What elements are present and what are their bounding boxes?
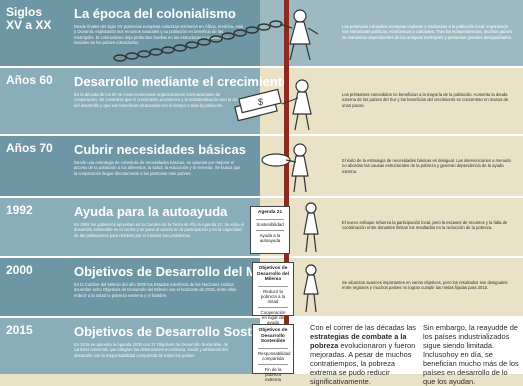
sign-line: Fin de la pobreza extrema	[258, 363, 288, 382]
chain-illustration	[113, 9, 319, 62]
svg-text:$: $	[258, 97, 263, 107]
row-title: Cubrir necesidades básicas	[74, 142, 246, 157]
row-year: Años 60	[6, 73, 53, 87]
conclusion-limits: Sin embargo, la reayudde de los países i…	[423, 323, 519, 386]
sign-title: Objetivos de Desarrollo del Milenio	[257, 266, 289, 283]
sign-line: Reducir la pobreza a la mitad	[258, 285, 288, 304]
divider	[0, 196, 523, 198]
row-right-panel	[260, 198, 523, 256]
conclusion-progress: Con el correr de las décadas las estrate…	[310, 323, 420, 386]
sign-title: Agenda 21	[257, 210, 283, 215]
row-year: 2015	[6, 323, 33, 337]
row-description: En 1992 los gobiernos aprueban en la Cum…	[74, 222, 244, 238]
divider	[0, 66, 523, 68]
row-description: En la Cumbre del Milenio del año 2000 lo…	[74, 282, 237, 298]
row-outcome: El éxito de la estrategia de necesidades…	[342, 158, 511, 174]
row-outcome: Los préstamos concedidos no benefician a…	[342, 92, 509, 108]
row-title: Desarrollo mediante el crecimiento	[74, 74, 291, 89]
row-outcome: Las potencias coloniales europeas explot…	[342, 24, 512, 40]
row-year: Siglos XV a XX	[6, 5, 52, 32]
sdg-sign: Objetivos de Desarrollo Sostenible Respo…	[252, 324, 294, 382]
row-title: Objetivos de Desarrollo Sostenible	[74, 324, 290, 339]
divider	[0, 316, 523, 318]
sign-line: Sostenibilidad	[256, 218, 284, 227]
row-outcome: El nuevo enfoque refuerza la participaci…	[342, 220, 508, 231]
row-panel	[0, 198, 260, 256]
presenter-illustration	[303, 264, 319, 313]
row-growth: Años 60 Desarrollo mediante el crecimien…	[0, 68, 523, 134]
row-title: Objetivos de Desarrollo del Milenio	[74, 264, 291, 279]
mdg-sign: Objetivos de Desarrollo del Milenio Redu…	[252, 262, 294, 325]
row-year: 1992	[6, 203, 33, 217]
row-description: En la década de los 60 se crean numerosa…	[74, 92, 243, 108]
timeline-stripe	[284, 0, 289, 374]
food-basket-illustration	[261, 143, 309, 193]
row-year: 2000	[6, 263, 33, 277]
conclusion-highlight: estrategias de combate a la pobreza	[310, 332, 407, 350]
row-colonialism: Siglos XV a XX La época del colonialismo…	[0, 0, 523, 66]
conclusion-text: Con el correr de las décadas las	[310, 323, 416, 332]
row-description: Desde finales del siglo XV potencias eur…	[74, 24, 244, 46]
divider	[0, 256, 523, 258]
agenda-21-sign: Agenda 21 Sostenibilidad Ayuda a la auto…	[250, 206, 290, 254]
row-panel	[0, 0, 260, 66]
row-title: La época del colonialismo	[74, 6, 236, 21]
sign-line: Responsabilidad compartida	[258, 347, 290, 361]
row-panel	[0, 68, 260, 134]
row-title: Ayuda para la autoayuda	[74, 204, 228, 219]
sign-title: Objetivos de Desarrollo Sostenible	[258, 328, 288, 345]
row-self-help: 1992 Ayuda para la autoayuda En 1992 los…	[0, 198, 523, 256]
hammer-worker-illustration	[303, 202, 319, 253]
row-description: En 2015 se aprueba la Agenda 2030 con 17…	[74, 342, 229, 358]
row-panel	[0, 258, 260, 316]
row-mdg: 2000 Objetivos de Desarrollo del Milenio…	[0, 258, 523, 316]
row-right-panel	[260, 318, 523, 374]
row-panel	[0, 318, 260, 374]
row-outcome: Se alcanzan avances importantes en vario…	[342, 280, 508, 291]
sign-line: Cooperación en lugar de ayuda	[258, 306, 288, 325]
row-sdg: 2015 Objetivos de Desarrollo Sostenible …	[0, 318, 523, 374]
row-right-panel	[260, 258, 523, 316]
row-description: Desde una estrategia de cobertura de nec…	[74, 160, 241, 176]
row-panel	[0, 136, 260, 196]
row-year: Años 70	[6, 141, 53, 155]
sign-line: Ayuda a la autoayuda	[256, 229, 284, 243]
money-stack-illustration: $	[234, 79, 312, 131]
divider	[0, 134, 523, 136]
